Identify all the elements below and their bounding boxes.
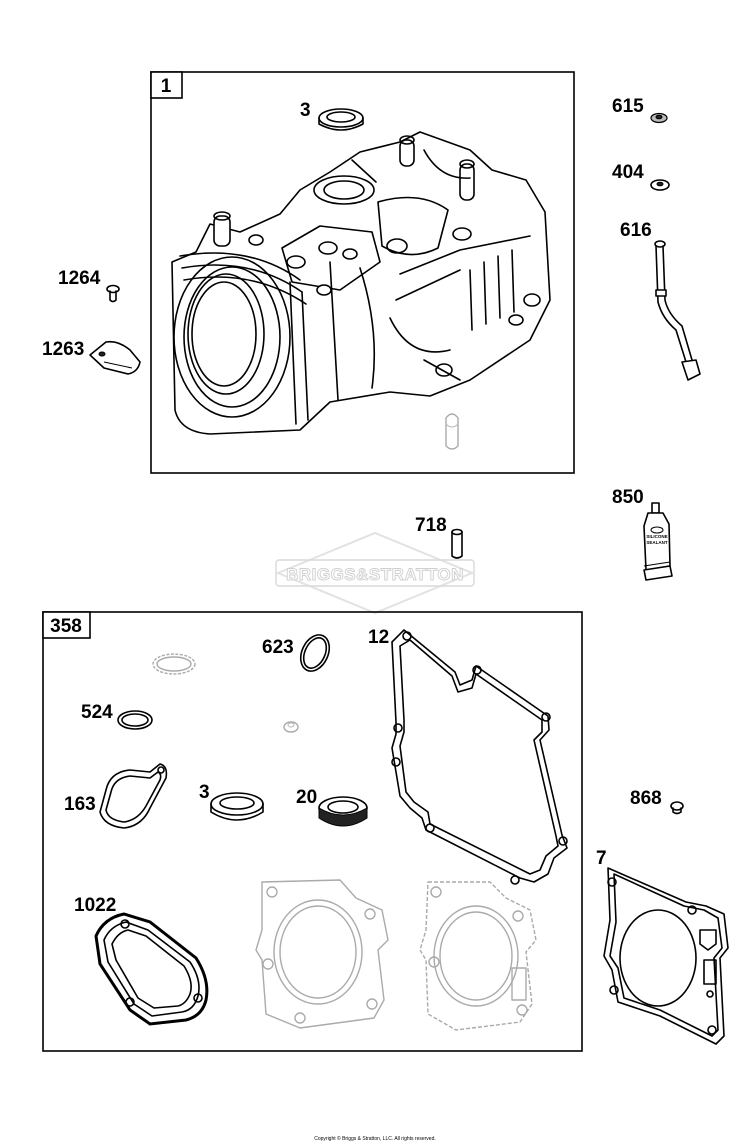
label-623: 623 [262,637,294,658]
box-1-label: 1 [161,76,172,97]
part-868[interactable]: 868 [630,788,684,815]
part-1022[interactable]: 1022 [74,895,209,1026]
label-718: 718 [415,515,447,536]
part-7[interactable]: 7 [596,848,729,1045]
label-850: 850 [612,487,644,508]
box-358-label: 358 [50,616,82,637]
part-404[interactable]: 404 [612,162,670,191]
oil-seal-top-part[interactable]: 3 [300,100,364,131]
label-1264: 1264 [58,268,101,289]
label-7: 7 [596,848,607,869]
label-163: 163 [64,794,96,815]
box-1: 1 [150,71,575,474]
label-615: 615 [612,96,644,117]
ghost-ring [152,653,196,675]
label-3-bottom: 3 [199,782,210,803]
copyright-text: Copyright © Briggs & Stratton, LLC. All … [314,1136,436,1142]
part-163[interactable]: 163 [64,763,168,829]
label-524: 524 [81,702,113,723]
tube-text-2: SEALANT [646,540,668,545]
part-850[interactable]: 850 SILICONE SEALANT [612,487,673,581]
box-358: 358 [42,611,583,1052]
label-20: 20 [296,787,317,808]
watermark-text: BRIGGS&STRATTON [286,565,464,584]
ghost-head-gasket-2 [419,881,537,1031]
part-718[interactable]: 718 [415,515,463,559]
part-20[interactable]: 20 [296,787,368,827]
tube-text-1: SILICONE [646,534,667,539]
label-3-top: 3 [300,100,311,121]
dowel-pin-ghost [445,413,459,450]
ghost-head-gasket-1 [255,879,389,1029]
part-1263[interactable]: 1263 [42,339,141,375]
oil-seal-bottom-part[interactable]: 3 [199,782,264,821]
label-616: 616 [620,220,652,241]
brand-watermark: BRIGGS&STRATTON [275,531,475,615]
part-12[interactable]: 12 [368,627,568,885]
part-616[interactable]: 616 [620,220,701,381]
label-12: 12 [368,627,389,648]
ghost-plug [283,721,299,733]
label-1022: 1022 [74,895,116,916]
label-868: 868 [630,788,662,809]
part-524[interactable]: 524 [81,702,153,730]
part-1264[interactable]: 1264 [58,268,120,303]
part-623[interactable]: 623 [262,630,335,675]
cylinder-block-part[interactable] [171,131,551,435]
label-404: 404 [612,162,644,183]
label-1263: 1263 [42,339,84,360]
part-615[interactable]: 615 [612,96,668,124]
